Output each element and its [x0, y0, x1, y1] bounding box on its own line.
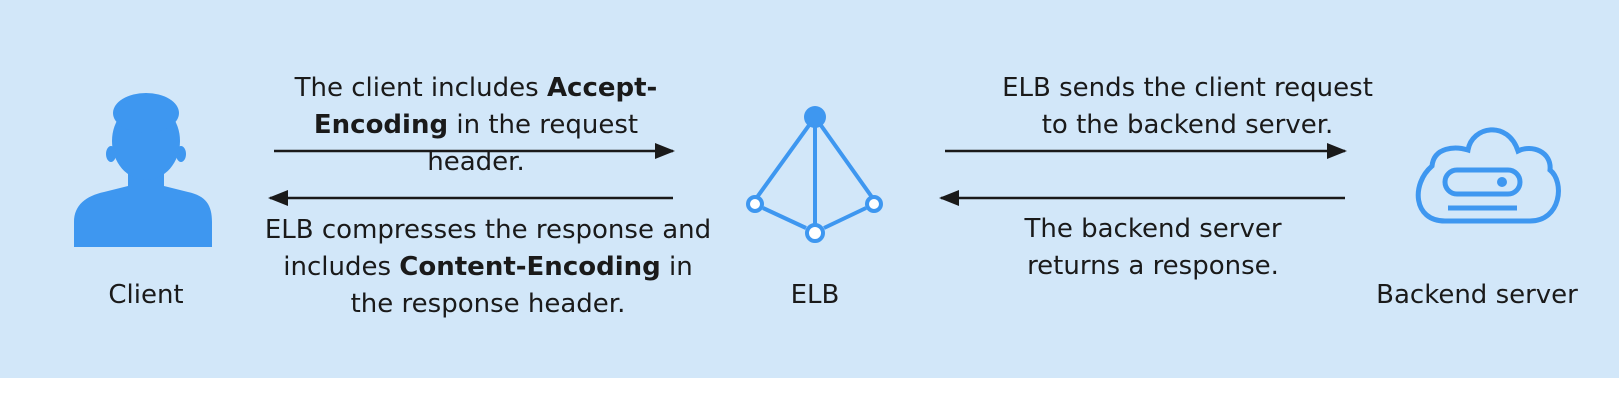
elb-response-text-2: in the response header.	[350, 252, 693, 319]
client-request-text-2: in the request header.	[427, 110, 639, 177]
elb-response-text-1: ELB compresses the response and includes	[264, 215, 712, 282]
elb-forward-note: ELB sends the client request to the back…	[990, 70, 1385, 144]
client-label: Client	[108, 280, 184, 310]
diagram-canvas: Client ELB Backend server The client inc…	[0, 0, 1619, 378]
backend-response-text: The backend server returns a response.	[1024, 214, 1282, 281]
diagram-graphics	[74, 93, 1561, 247]
client-request-note: The client includes Accept-Encoding in t…	[266, 70, 686, 181]
person-icon	[74, 93, 212, 247]
client-request-text-1: The client includes	[294, 73, 547, 103]
backend-label: Backend server	[1376, 280, 1578, 310]
load-balancer-icon	[746, 106, 883, 243]
client-request-header-name: Accept-Encoding	[313, 73, 658, 140]
elb-response-note: ELB compresses the response and includes…	[258, 212, 718, 323]
elb-forward-text: ELB sends the client request to the back…	[1002, 73, 1373, 140]
backend-response-note: The backend server returns a response.	[1018, 211, 1288, 285]
cloud-server-icon	[1415, 127, 1561, 224]
elb-label: ELB	[790, 280, 840, 310]
elb-response-header-name: Content-Encoding	[399, 252, 661, 282]
